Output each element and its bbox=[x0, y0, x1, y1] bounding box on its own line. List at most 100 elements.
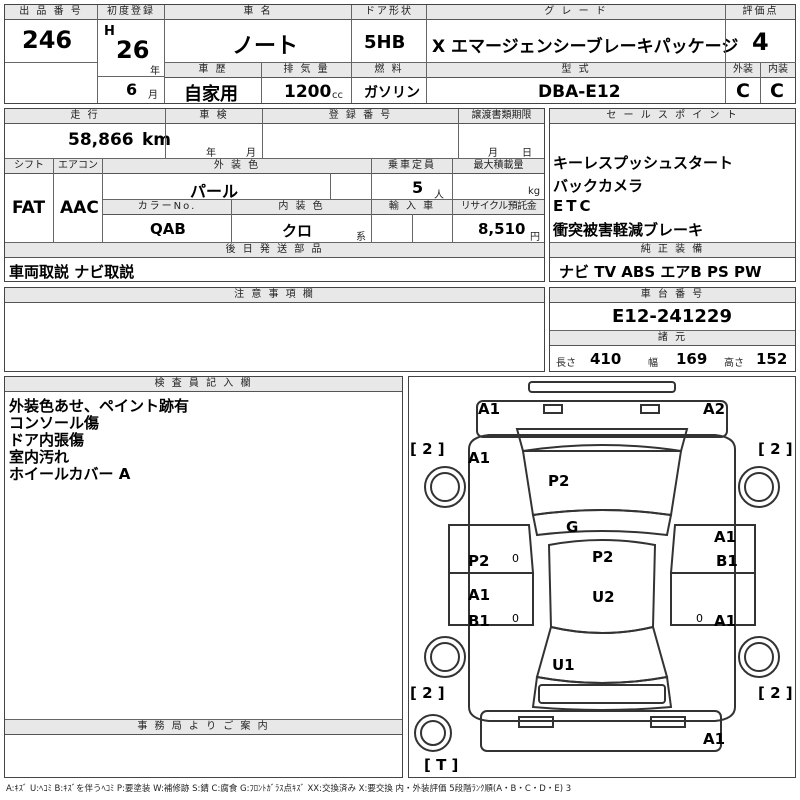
mark-bonnet: P2 bbox=[548, 472, 570, 490]
mark-rear-door-left-c: 0 bbox=[512, 612, 519, 625]
int-color-unit: 系 bbox=[356, 232, 366, 243]
ac: AAC bbox=[60, 198, 99, 218]
int-grade: C bbox=[770, 80, 784, 102]
ext-color: パール bbox=[190, 182, 239, 201]
length-label: 長さ bbox=[556, 358, 576, 369]
chassis-label: 車 台 番 号 bbox=[550, 288, 795, 303]
mark-front-door-left: P2 bbox=[468, 552, 490, 570]
reg-month: 6 bbox=[126, 80, 138, 99]
mark-front-door-right-a: A1 bbox=[714, 528, 737, 546]
mark-front-bumper-right: A2 bbox=[703, 400, 726, 418]
mark-rear-roof: U2 bbox=[592, 588, 615, 606]
inspection-month-unit: 月 bbox=[246, 148, 256, 159]
inspector-note: コンソール傷 bbox=[9, 414, 100, 432]
recycle-unit: 円 bbox=[530, 232, 540, 243]
mark-front-door-right-b: B1 bbox=[716, 552, 738, 570]
grade: X エマージェンシーブレーキパッケージ bbox=[432, 37, 739, 57]
inspector-note: ドア内張傷 bbox=[9, 431, 85, 449]
mark-rear-door-left-a: A1 bbox=[468, 586, 491, 604]
vehicle-details bbox=[4, 108, 545, 282]
mark-rear-bumper: A1 bbox=[703, 730, 726, 748]
chassis-box bbox=[549, 287, 796, 372]
mark-roof: P2 bbox=[592, 548, 614, 566]
mark-rear-door-left-b: B1 bbox=[468, 612, 490, 630]
mileage-label: 走 行 bbox=[5, 109, 165, 124]
mark-tire-front-right: [ 2 ] bbox=[758, 440, 793, 458]
mileage-unit: km bbox=[142, 130, 172, 150]
recycle-label: リサイクル預託金 bbox=[453, 200, 544, 215]
inspector-note: 外装色あせ、ペイント跡有 bbox=[9, 397, 190, 415]
chassis-number: E12-241229 bbox=[612, 306, 732, 327]
sales-point: ETC bbox=[553, 197, 594, 215]
inspector-note: ホイールカバー A bbox=[9, 465, 131, 483]
mark-tire-rear-left: [ 2 ] bbox=[410, 684, 445, 702]
transfer-day-unit: 日 bbox=[522, 148, 532, 159]
load-unit: kg bbox=[528, 186, 541, 197]
inspection-year-unit: 年 bbox=[206, 148, 216, 159]
ext-color-label: 外 装 色 bbox=[103, 159, 371, 174]
notes-box bbox=[4, 287, 545, 372]
inspector-label: 検 査 員 記 入 欄 bbox=[5, 377, 402, 392]
displacement-label: 排 気 量 bbox=[262, 63, 351, 78]
specs-label: 諸 元 bbox=[550, 331, 795, 346]
later-parts-label: 後 日 発 送 部 品 bbox=[5, 243, 544, 258]
fuel: ガソリン bbox=[364, 85, 420, 101]
era: H bbox=[104, 24, 115, 39]
mark-front-bumper-left: A1 bbox=[478, 400, 501, 418]
model: DBA-E12 bbox=[538, 82, 621, 102]
reg-month-unit: 月 bbox=[148, 90, 158, 101]
displacement-unit: cc bbox=[332, 90, 343, 101]
inspection-label: 車 検 bbox=[166, 109, 262, 124]
car-name-label: 車 名 bbox=[165, 5, 351, 20]
car-name: ノート bbox=[232, 34, 299, 59]
inspector-box bbox=[4, 376, 403, 778]
recycle-fee: 8,510 bbox=[478, 220, 526, 238]
sales-point: キーレスプッシュスタート bbox=[553, 154, 734, 172]
mark-trunk: U1 bbox=[552, 656, 575, 674]
sales-point: バックカメラ bbox=[553, 177, 644, 195]
office-label: 事 務 局 よ り ご 案 内 bbox=[5, 720, 402, 735]
score: 4 bbox=[752, 28, 769, 56]
width-label: 幅 bbox=[648, 358, 658, 369]
load-label: 最大積載量 bbox=[453, 159, 544, 174]
capacity-unit: 人 bbox=[434, 190, 444, 201]
transfer-month-unit: 月 bbox=[488, 148, 498, 159]
ext-grade: C bbox=[736, 80, 750, 102]
grade-label: グ レ ー ド bbox=[427, 5, 725, 20]
history: 自家用 bbox=[184, 84, 238, 105]
equipment-label: 純 正 装 備 bbox=[550, 243, 795, 258]
history-label: 車 歴 bbox=[165, 63, 261, 78]
model-label: 型 式 bbox=[427, 63, 725, 78]
header-sheet bbox=[4, 4, 796, 104]
fuel-label: 燃 料 bbox=[352, 63, 426, 78]
damage-diagram bbox=[408, 376, 796, 778]
regno-label: 登 録 番 号 bbox=[263, 109, 458, 124]
int-color: クロ bbox=[282, 222, 313, 240]
int-grade-label: 内装 bbox=[761, 63, 795, 78]
mark-spare-tire: [ T ] bbox=[424, 756, 459, 774]
capacity: 5 bbox=[412, 178, 424, 197]
width: 169 bbox=[676, 350, 708, 368]
mark-tire-rear-right: [ 2 ] bbox=[758, 684, 793, 702]
mark-rear-door-right-a: A1 bbox=[714, 612, 737, 630]
sales-points-label: セ ー ル ス ポ イ ン ト bbox=[550, 109, 795, 124]
first-reg-label: 初度登録 bbox=[98, 5, 164, 20]
ac-label: エアコン bbox=[54, 159, 102, 174]
ext-grade-label: 外装 bbox=[726, 63, 760, 78]
later-parts: 車両取説 ナビ取説 bbox=[9, 263, 135, 281]
height-label: 高さ bbox=[724, 358, 744, 369]
mark-glass: G bbox=[566, 518, 579, 536]
length: 410 bbox=[590, 350, 622, 368]
int-color-label: 内 装 色 bbox=[232, 200, 371, 215]
door-type: 5HB bbox=[364, 32, 406, 53]
mark-front-door-left-b: 0 bbox=[512, 552, 519, 565]
reg-year-unit: 年 bbox=[150, 66, 160, 77]
notes-label: 注 意 事 項 欄 bbox=[5, 288, 544, 303]
reg-year: 26 bbox=[116, 36, 150, 64]
mark-tire-front-left: [ 2 ] bbox=[410, 440, 445, 458]
displacement: 1200 bbox=[284, 82, 332, 102]
door-label: ドア形状 bbox=[352, 5, 426, 20]
color-no-label: カラーNo. bbox=[103, 200, 231, 215]
lot-no: 246 bbox=[22, 26, 73, 54]
mark-rear-door-right-b: 0 bbox=[696, 612, 703, 625]
